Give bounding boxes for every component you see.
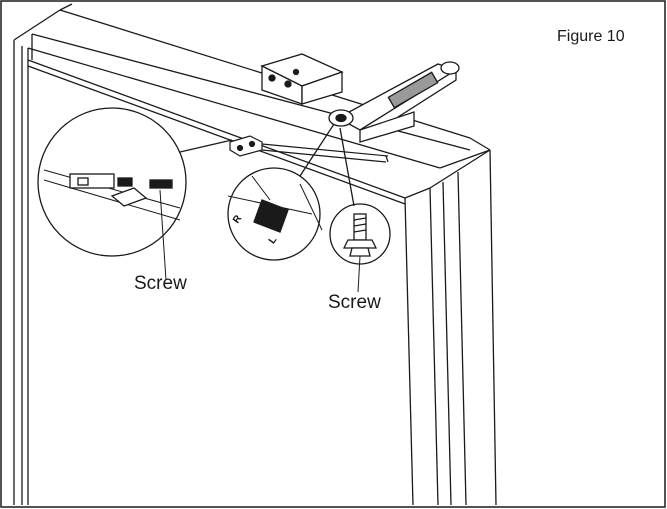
door-bracket [229, 135, 389, 163]
closer-body [260, 53, 344, 105]
left-screw-callout: Screw [134, 273, 187, 294]
door-frame [13, 3, 497, 506]
closer-arm [328, 61, 460, 143]
figure-title: Figure 10 [557, 28, 625, 45]
right-detail-magnifier [329, 127, 391, 293]
left-detail-magnifier [37, 107, 233, 281]
center-detail-magnifier [227, 123, 335, 261]
right-screw-callout: Screw [328, 292, 381, 313]
